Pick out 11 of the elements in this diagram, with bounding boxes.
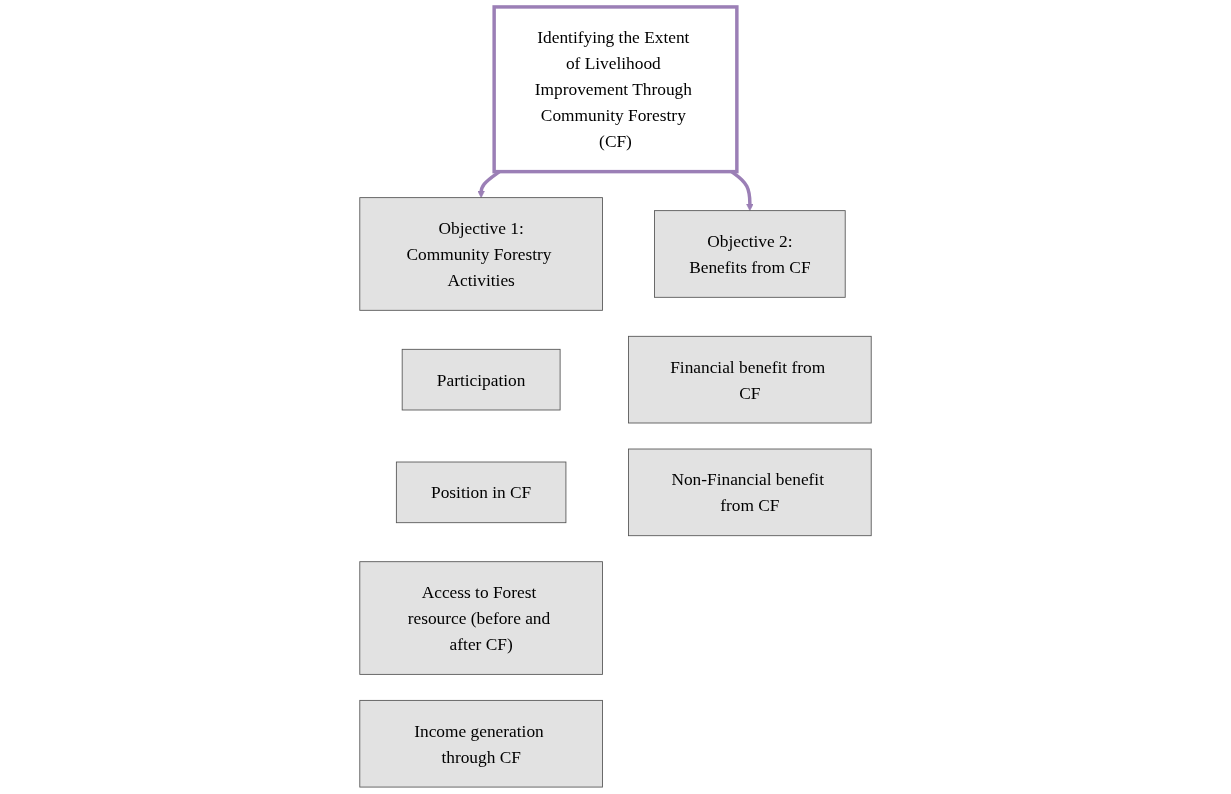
node-box: Income generation through CF [359, 699, 603, 788]
node-box: Non-Financial benefit from CF [628, 448, 872, 537]
node-box: Objective 1: Community Forestry Activities [359, 197, 603, 311]
node-box: Identifying the Extent of Livelihood Improvement Through Community Forestry (CF) [492, 5, 739, 174]
arrow [730, 170, 754, 211]
node-box: Participation [401, 348, 561, 411]
node-box: Objective 2: Benefits from CF [654, 210, 846, 298]
node-box: Position in CF [395, 461, 567, 524]
node-box: Access to Forest resource (before and after CF) [359, 561, 603, 675]
arrow [477, 170, 501, 198]
node-box: Financial benefit from CF [628, 335, 872, 424]
